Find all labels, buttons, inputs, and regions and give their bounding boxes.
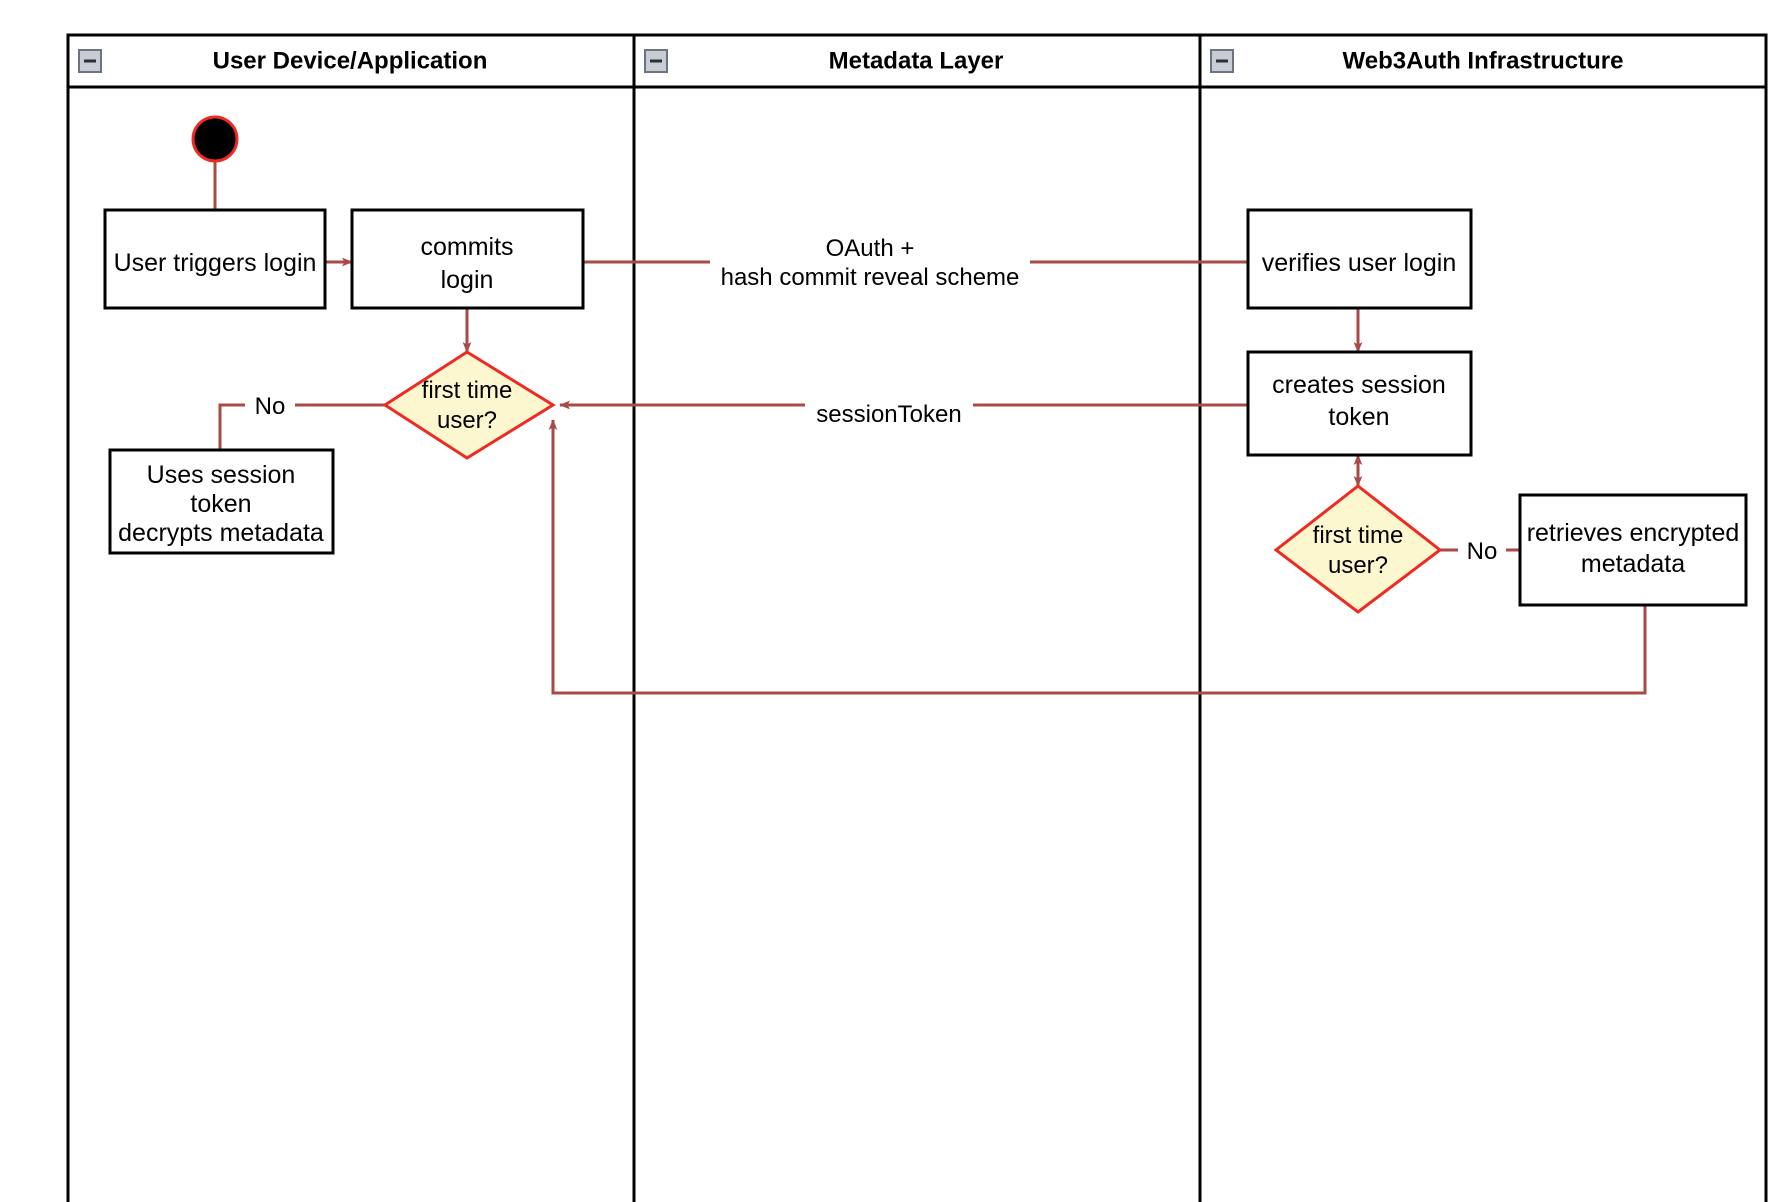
collapse-minus-icon[interactable] xyxy=(78,49,102,73)
edge-label-oauth-line1: OAuth + xyxy=(826,235,915,262)
node-label-retrieves-encrypted-metadata-line2: metadata xyxy=(1581,550,1685,578)
lane-header-user-device xyxy=(66,33,636,89)
edge-label-no-left: No xyxy=(245,388,295,422)
edge-label-no-right: No xyxy=(1458,533,1506,567)
node-creates-session-token[interactable]: creates session token xyxy=(1246,350,1473,457)
node-label-uses-session-token-line3: decrypts metadata xyxy=(118,519,324,547)
node-uses-session-token[interactable]: Uses session token decrypts metadata xyxy=(108,448,335,555)
edge-label-no-right-text: No xyxy=(1467,538,1498,565)
edge-decision-left-to-uses-session-token xyxy=(218,403,385,450)
node-label-user-triggers-login: User triggers login xyxy=(114,249,317,277)
decision-label-first-time-user-right-line2: user? xyxy=(1328,552,1388,579)
node-label-uses-session-token-line2: token xyxy=(190,490,251,518)
node-label-creates-session-token-line2: token xyxy=(1328,403,1389,431)
edge-label-oauth-hash-commit: OAuth + hash commit reveal scheme xyxy=(710,228,1030,296)
decision-shape-first-time-user-left xyxy=(382,350,556,460)
node-commits-login[interactable]: commits login xyxy=(350,208,585,310)
edge-label-session-token: sessionToken xyxy=(805,390,973,428)
node-label-creates-session-token-line1: creates session xyxy=(1272,371,1446,399)
node-box-commits-login xyxy=(350,208,585,310)
decision-label-first-time-user-left-line2: user? xyxy=(437,407,497,434)
node-retrieves-encrypted-metadata[interactable]: retrieves encrypted metadata xyxy=(1518,493,1748,607)
lane-header-metadata xyxy=(632,33,1202,89)
node-box-retrieves-encrypted-metadata xyxy=(1518,493,1748,607)
edge-label-no-left-text: No xyxy=(255,393,286,420)
lane-title-web3auth: Web3Auth Infrastructure xyxy=(1343,47,1624,74)
lane-title-user-device: User Device/Application xyxy=(213,47,488,74)
node-box-creates-session-token xyxy=(1246,350,1473,457)
lane-header-web3auth xyxy=(1198,33,1768,89)
node-first-time-user-left[interactable]: first time user? xyxy=(382,350,556,460)
node-label-uses-session-token-line1: Uses session xyxy=(147,461,296,489)
node-box-verifies-user-login xyxy=(1246,208,1473,310)
start-node[interactable] xyxy=(191,115,239,163)
node-user-triggers-login[interactable]: User triggers login xyxy=(103,208,327,310)
lane-title-metadata: Metadata Layer xyxy=(829,47,1004,74)
node-label-verifies-user-login: verifies user login xyxy=(1262,249,1457,277)
decision-label-first-time-user-right-line1: first time xyxy=(1313,522,1404,549)
node-label-commits-login-line2: login xyxy=(441,266,494,294)
decision-shape-first-time-user-right xyxy=(1273,484,1443,614)
collapse-minus-icon[interactable] xyxy=(644,49,668,73)
edge-retrieves-metadata-to-decision-left xyxy=(548,419,1647,695)
edge-label-oauth-line2: hash commit reveal scheme xyxy=(721,264,1020,291)
node-box-user-triggers-login xyxy=(103,208,327,310)
edge-label-session-token-text: sessionToken xyxy=(816,401,961,428)
start-node-circle xyxy=(191,115,239,163)
node-label-commits-login-line1: commits xyxy=(420,233,513,261)
node-verifies-user-login[interactable]: verifies user login xyxy=(1246,208,1473,310)
collapse-minus-icon[interactable] xyxy=(1210,49,1234,73)
node-label-retrieves-encrypted-metadata-line1: retrieves encrypted xyxy=(1527,519,1740,547)
decision-label-first-time-user-left-line1: first time xyxy=(422,377,513,404)
node-first-time-user-right[interactable]: first time user? xyxy=(1273,484,1443,614)
node-box-uses-session-token xyxy=(108,448,335,555)
lane-metadata[interactable]: Metadata Layer xyxy=(632,33,1202,1202)
